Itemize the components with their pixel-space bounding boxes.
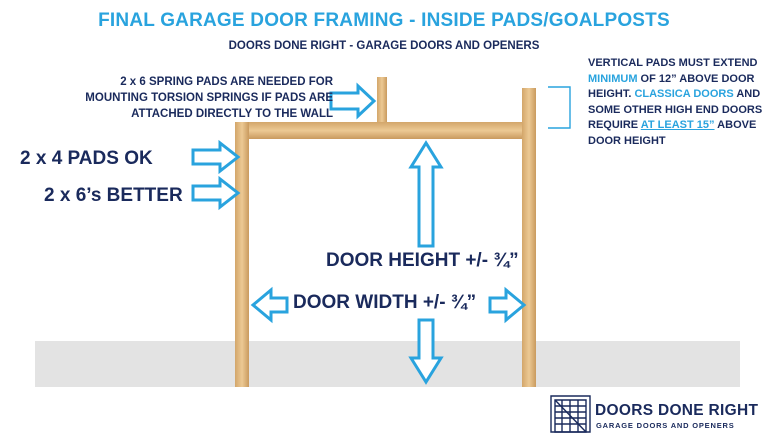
vertical-pads-note: VERTICAL PADS MUST EXTEND MINIMUM OF 12”… <box>588 56 763 149</box>
note-bracket <box>548 86 571 129</box>
note-text: VERTICAL PADS MUST EXTEND <box>588 57 758 69</box>
note-highlight-minimum: MINIMUM <box>588 72 638 85</box>
arrow-width-left <box>250 286 289 324</box>
arrow-2x4 <box>191 139 241 175</box>
note-text: ABOVE DOOR HEIGHT <box>588 119 757 147</box>
pads-2x4-label: 2 x 4 PADS OK <box>20 148 153 169</box>
page-subtitle: DOORS DONE RIGHT - GARAGE DOORS AND OPEN… <box>228 40 540 52</box>
door-width-label: DOOR WIDTH +/- ¾” <box>293 292 477 313</box>
arrow-width-right <box>488 286 527 324</box>
arrow-height-up <box>408 140 444 248</box>
spring-pad <box>377 77 387 125</box>
spring-note-line: MOUNTING TORSION SPRINGS IF PADS ARE <box>85 92 333 104</box>
logo-tagline: GARAGE DOORS AND OPENERS <box>596 421 735 430</box>
header-board <box>238 122 528 139</box>
note-text: AND SOME OTHER HIGH END DOORS REQUIRE <box>588 88 763 131</box>
note-highlight-at-least: AT LEAST 15” <box>640 119 715 131</box>
pads-2x6-label: 2 x 6’s BETTER <box>44 185 183 206</box>
door-height-label: DOOR HEIGHT +/- ¾” <box>326 250 519 271</box>
arrow-height-down <box>408 318 444 385</box>
right-jamb <box>522 88 536 387</box>
note-text: OF 12” ABOVE DOOR HEIGHT. <box>588 72 755 101</box>
left-jamb <box>235 122 249 387</box>
note-highlight-classica: CLASSICA DOORS <box>634 88 734 100</box>
floor <box>35 341 740 387</box>
arrow-2x6 <box>191 175 241 211</box>
arrow-spring-pad <box>329 82 377 120</box>
logo-wordmark: DOORS DONE RIGHT <box>595 402 759 419</box>
garage-door-logo-icon <box>550 395 591 433</box>
spring-pad-note: 2 x 6 SPRING PADS ARE NEEDED FOR MOUNTIN… <box>85 74 333 122</box>
spring-note-line: ATTACHED DIRECTLY TO THE WALL <box>131 108 333 120</box>
page-title: FINAL GARAGE DOOR FRAMING - INSIDE PADS/… <box>98 10 670 31</box>
spring-note-line: 2 x 6 SPRING PADS ARE NEEDED FOR <box>120 76 333 88</box>
